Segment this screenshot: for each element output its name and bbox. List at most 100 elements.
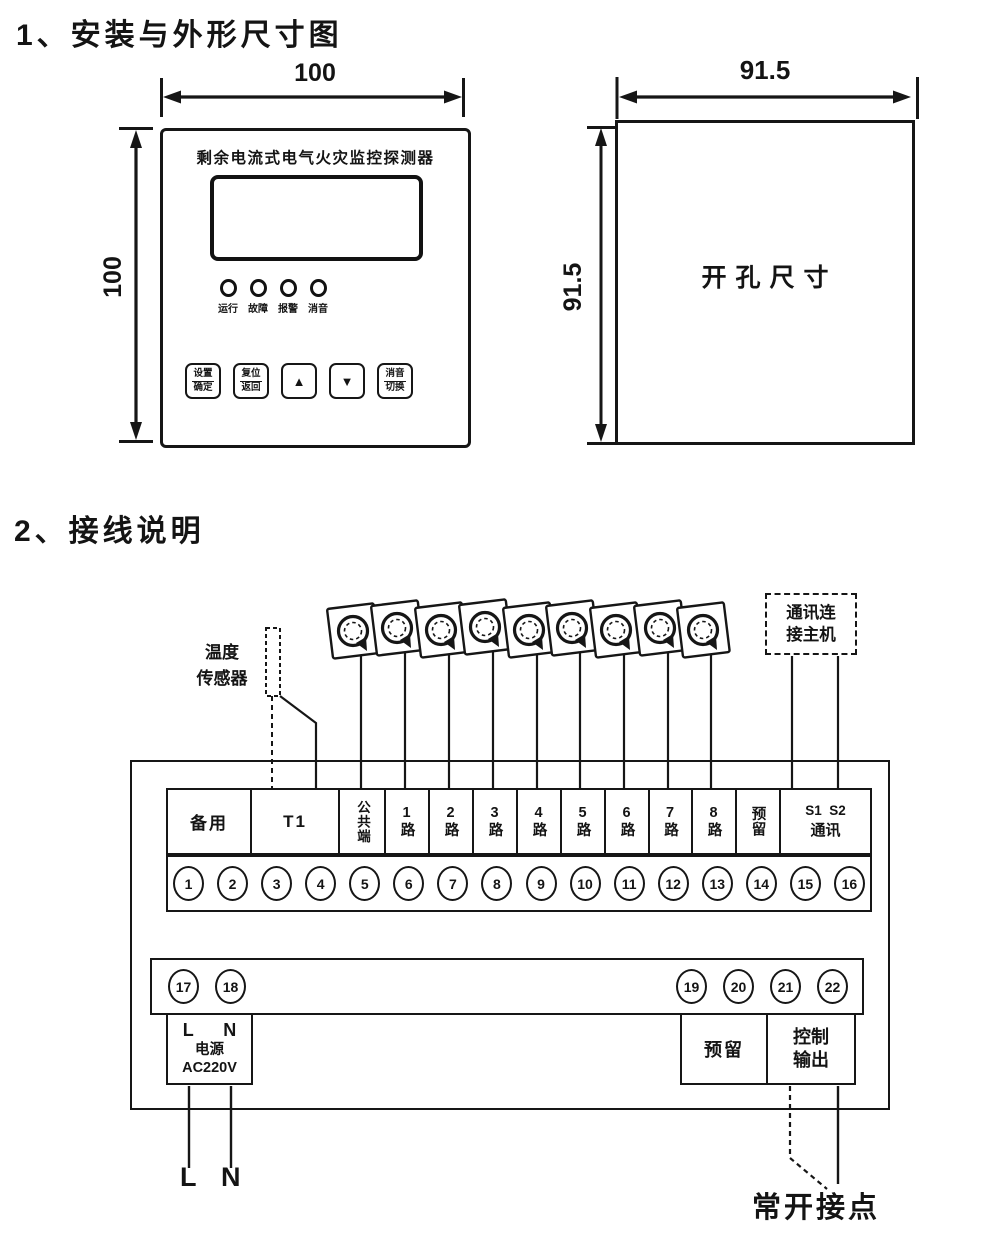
cell-channel-6: 6路 [604, 788, 650, 855]
section2-title: 2、接线说明 [14, 515, 205, 548]
terminal-circle: 17 [168, 969, 199, 1004]
terminal-circle: 3 [261, 866, 293, 901]
terminal-circle: 8 [481, 866, 513, 901]
button-row: 设置 确定 复位 返回 ▲ ▼ 消音 切换 [185, 363, 413, 399]
power-l-label: L [182, 1019, 194, 1040]
device-name-label: 剩余电流式电气火灾监控探测器 [196, 150, 435, 167]
terminal-circle: 12 [657, 866, 689, 901]
led-alarm: 报警 [273, 279, 303, 315]
dimension-arrow-cutout-height [587, 126, 615, 445]
led-icon [279, 279, 297, 297]
led-label: 消音 [308, 304, 328, 315]
dimension-arrow-panel-height [119, 127, 153, 443]
device-outline-box [130, 760, 890, 1110]
terminal-circle: 19 [676, 969, 707, 1004]
cell-channel-5: 5路 [560, 788, 606, 855]
set-confirm-button: 设置 确定 [185, 363, 221, 399]
comm-host-line2: 接主机 [786, 626, 836, 644]
cell-comm: S1 S2 通讯 [779, 788, 872, 855]
dimension-arrow-cutout-width [615, 77, 919, 119]
terminal-circle: 18 [215, 969, 246, 1004]
lcd-display [210, 175, 423, 261]
cell-channel-8: 8路 [691, 788, 737, 855]
cell-backup: 备用 [166, 788, 252, 855]
cutout-label: 开孔尺寸 [701, 264, 838, 292]
panel-width-dim-label: 100 [294, 59, 336, 87]
terminal-circle: 11 [613, 866, 645, 901]
cutout-height-dim-label: 91.5 [559, 262, 587, 312]
mains-l-label: L [180, 1162, 197, 1192]
terminal-circle: 13 [701, 866, 733, 901]
mute-label: 消音 [384, 368, 406, 382]
terminal-label-strip: 备用 T1 公共端 1路 2路 3路 4路 5路 6路 7路 8路 预留 S1 … [166, 788, 872, 855]
led-mute: 消音 [303, 279, 333, 315]
power-ln-row: L N [168, 1020, 251, 1041]
up-arrow-icon: ▲ [292, 373, 306, 389]
comm-host-line1: 通讯连 [786, 603, 836, 622]
set-label: 设置 [192, 368, 214, 382]
terminal-circle: 9 [525, 866, 557, 901]
dimension-arrow-panel-width [160, 78, 465, 117]
temperature-sensor-icon [265, 627, 318, 791]
comm-host-box: 通讯连 接主机 [765, 593, 857, 655]
terminal-circle: 16 [833, 866, 865, 901]
up-button: ▲ [281, 363, 317, 399]
terminal-circle: 22 [817, 969, 848, 1004]
panel-height-dim-label: 100 [99, 256, 127, 298]
temp-sensor-label-line1: 温度 [205, 643, 239, 662]
cutout-dimension-box: 开孔尺寸 [615, 120, 915, 445]
cutout-width-dim-label: 91.5 [739, 55, 791, 85]
control-output-line1: 控制 [793, 1026, 829, 1047]
bottom-right-terminals: 19 20 21 22 [676, 969, 848, 1004]
led-run: 运行 [213, 279, 243, 315]
down-button: ▼ [329, 363, 365, 399]
temp-sensor-label: 温度 传感器 [178, 640, 266, 691]
control-output-line2: 输出 [793, 1050, 829, 1070]
cell-channel-7: 7路 [648, 788, 693, 855]
terminal-circle: 14 [745, 866, 777, 901]
mains-n-label: N [221, 1162, 241, 1192]
power-label: 电源 [195, 1041, 224, 1058]
reset-label: 复位 [240, 368, 262, 382]
led-fault: 故障 [243, 279, 273, 315]
cell-channel-4: 4路 [516, 788, 562, 855]
led-icon [219, 279, 237, 297]
terminal-circle: 20 [723, 969, 754, 1004]
power-input-box: L N 电源 AC220V [166, 1013, 253, 1085]
cell-channel-1: 1路 [384, 788, 430, 855]
section1-title: 1、安装与外形尺寸图 [16, 19, 343, 52]
cell-reserved: 预留 [735, 788, 781, 855]
no-contact-label: 常开接点 [752, 1192, 881, 1224]
led-row: 运行 故障 报警 消音 [213, 279, 333, 315]
temp-sensor-label-line2: 传感器 [196, 668, 248, 688]
comm-label: 通讯 [810, 822, 841, 840]
return-label: 返回 [241, 381, 261, 393]
terminal-circle: 7 [437, 866, 469, 901]
terminal-circle: 6 [393, 866, 425, 901]
control-output-box: 控制 输出 [766, 1013, 856, 1085]
reset-return-button: 复位 返回 [233, 363, 269, 399]
power-voltage-label: AC220V [182, 1060, 237, 1077]
cell-channel-2: 2路 [428, 788, 474, 855]
cell-t1: T1 [250, 788, 340, 855]
terminal-circle: 15 [789, 866, 821, 901]
led-label: 报警 [278, 304, 298, 315]
normally-open-contact-icon [788, 1086, 840, 1190]
led-label: 运行 [218, 304, 238, 315]
comm-wires [790, 656, 840, 791]
mains-wires [187, 1086, 233, 1168]
confirm-label: 确定 [193, 381, 213, 393]
current-transformer-icon [675, 600, 732, 660]
led-icon [249, 279, 267, 297]
device-front-panel: 剩余电流式电气火灾监控探测器 运行 故障 报警 消音 设置 确定 [160, 128, 471, 448]
led-icon [309, 279, 327, 297]
ct-wires [359, 642, 713, 791]
mute-switch-button: 消音 切换 [377, 363, 413, 399]
terminal-circle: 10 [569, 866, 601, 901]
cell-channel-3: 3路 [472, 788, 518, 855]
down-arrow-icon: ▼ [340, 373, 354, 389]
terminal-circle: 21 [770, 969, 801, 1004]
